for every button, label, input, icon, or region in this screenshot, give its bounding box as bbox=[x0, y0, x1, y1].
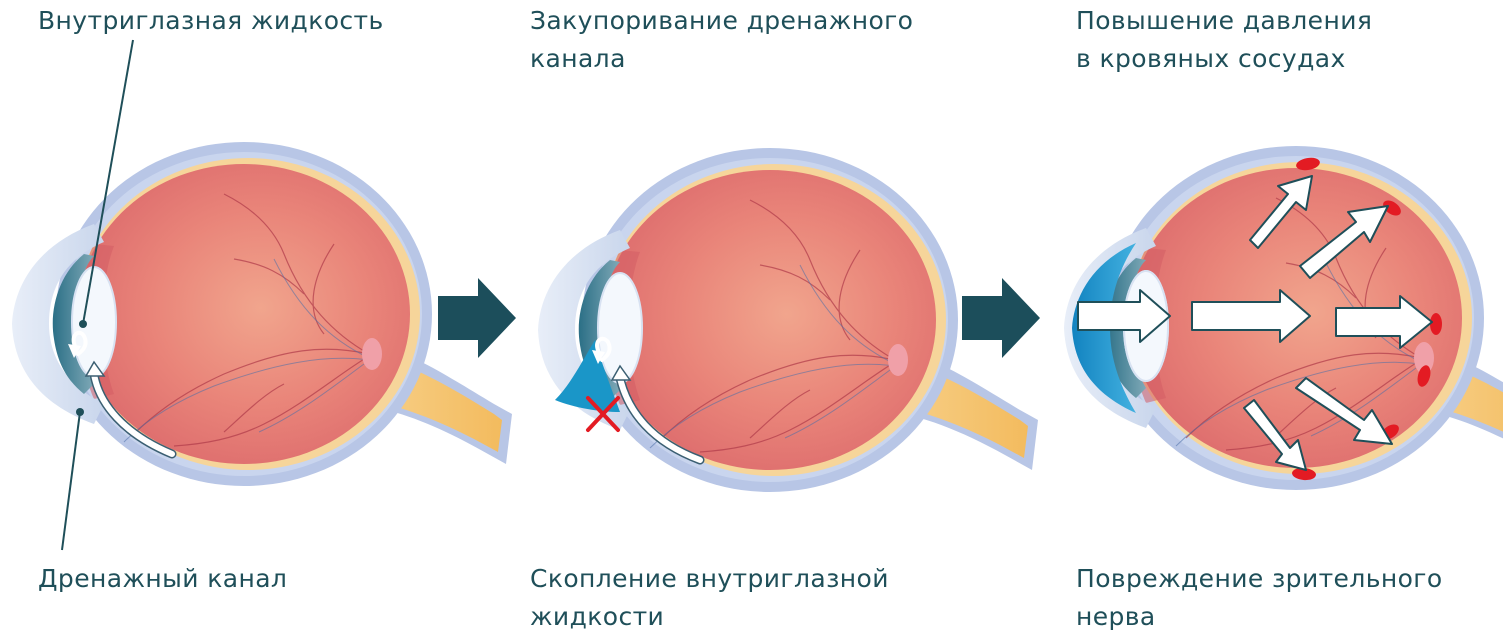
leader-line-bottom bbox=[62, 412, 80, 550]
next-arrow-icon bbox=[438, 278, 516, 358]
eye-normal bbox=[12, 142, 512, 486]
next-arrow-icon bbox=[962, 278, 1040, 358]
